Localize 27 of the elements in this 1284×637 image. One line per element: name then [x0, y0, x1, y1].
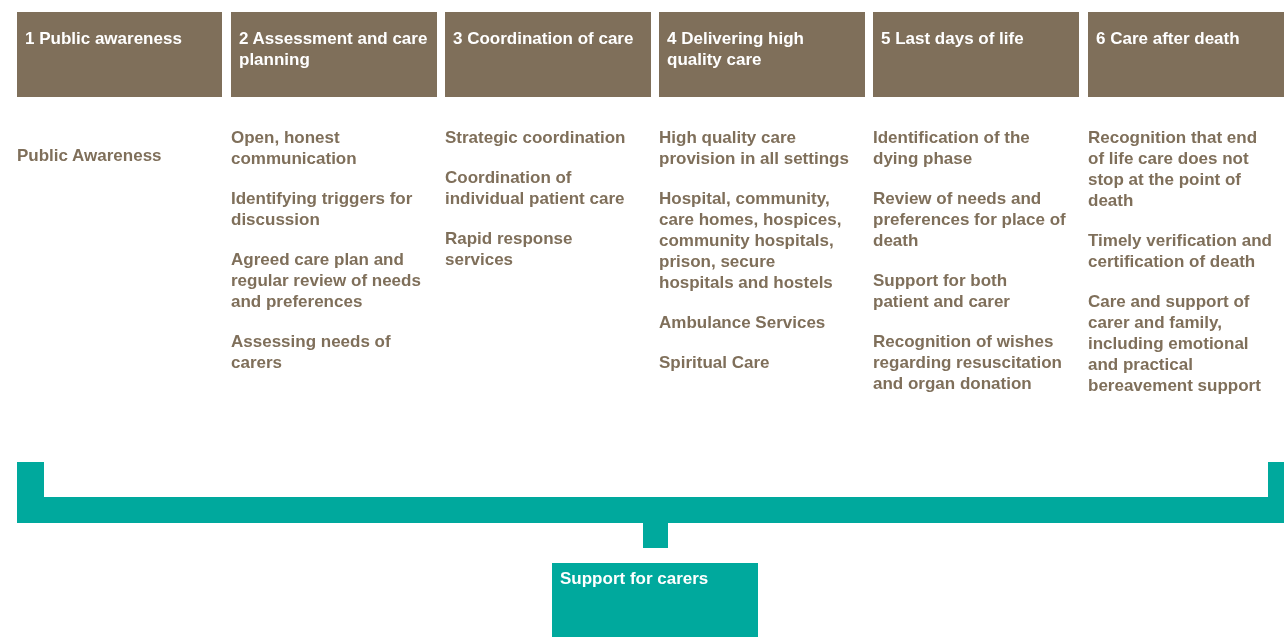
stage-header: 5 Last days of life: [873, 12, 1079, 97]
stage-item-text: Recognition that end of life care does not stop at the point of death: [1088, 127, 1259, 211]
stage-item-text: Open, honest communication: [231, 127, 358, 169]
stage-item-text: Identification of the dying phase: [873, 127, 1031, 169]
stage-item-text: Recognition of wishes regarding resuscitation and organ donation: [873, 331, 1063, 394]
stage-header: 4 Delivering high quality care: [659, 12, 865, 97]
stage-item-text: Strategic coordination: [445, 127, 627, 148]
stage-header: 2 Assessment and care planning: [231, 12, 437, 97]
stage-item-text: High quality care provision in all settings: [659, 127, 850, 169]
stage-item-text: Ambulance Services: [659, 312, 827, 333]
stage-item-text: Support for both patient and carer: [873, 270, 1011, 312]
stage-item-text: Timely verification and certification of death: [1088, 230, 1272, 272]
stage-item-text: Agreed care plan and regular review of needs and preferences: [231, 249, 422, 312]
stage-item-text: Review of needs and preferences for place of death: [873, 188, 1067, 251]
stage-header: 1 Public awareness: [17, 12, 222, 97]
stage-item-text: Hospital, community, care homes, hospices, community hospitals, prison, secure hospitals and hostels: [659, 188, 843, 293]
stage-item-text: Coordination of individual patient care: [445, 167, 626, 209]
support-box: Support for carers: [552, 563, 758, 637]
stage-header: 6 Care after death: [1088, 12, 1284, 97]
stage-item-text: Identifying triggers for discussion: [231, 188, 414, 230]
stage-item-text: Assessing needs of carers: [231, 331, 392, 373]
bracket: [17, 462, 1284, 548]
stage-header: 3 Coordination of care: [445, 12, 651, 97]
stage-item-text: Rapid response services: [445, 228, 574, 270]
stage-item-text: Care and support of carer and family, including emotional and practical bereavement support: [1088, 291, 1262, 396]
stage-item-text: Public Awareness: [17, 145, 163, 166]
stage-item-text: Spiritual Care: [659, 352, 771, 373]
